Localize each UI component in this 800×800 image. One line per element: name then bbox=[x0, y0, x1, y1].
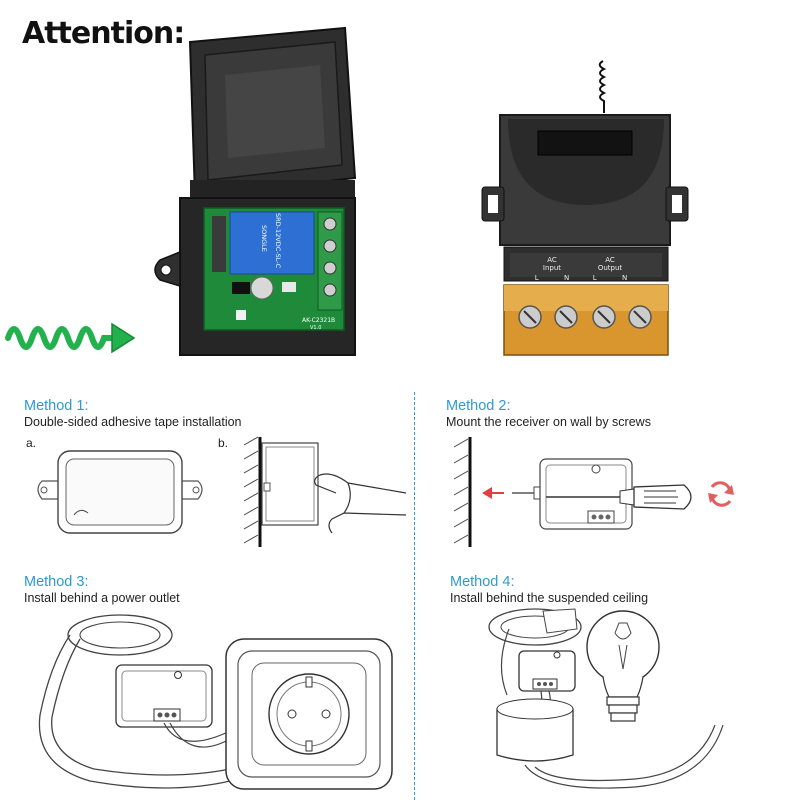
method-1-step-a: a. bbox=[26, 436, 37, 450]
page-title: Attention: bbox=[22, 16, 185, 51]
board-version-text: V1.0 bbox=[310, 325, 321, 331]
terminal-label-output: AC Output L N bbox=[592, 256, 628, 282]
method-2-subtitle: Mount the receiver on wall by screws bbox=[446, 415, 651, 429]
move-left-arrow-icon bbox=[482, 487, 492, 499]
method-1-heading: Method 1: bbox=[24, 398, 89, 414]
method-1-subtitle: Double-sided adhesive tape installation bbox=[24, 415, 242, 429]
section-divider bbox=[414, 392, 415, 800]
method-1-step-b: b. bbox=[218, 436, 229, 450]
method-2-heading: Method 2: bbox=[446, 398, 511, 414]
screw-mount-illustration bbox=[453, 437, 734, 547]
relay-model-text: SRD-12VDC-SL-C bbox=[274, 213, 282, 269]
wireless-signal-arrow-icon bbox=[5, 322, 136, 354]
board-code-text: AK-C2321B bbox=[302, 317, 335, 324]
adhesive-tape-illustration-b bbox=[243, 436, 407, 547]
suspended-ceiling-illustration bbox=[488, 608, 724, 789]
method-3-heading: Method 3: bbox=[24, 574, 89, 590]
relay-brand-text: SONGLE bbox=[260, 225, 268, 252]
open-receiver-box-photo: SRD-12VDC-SL-C SONGLE AK-C2321B V1.0 bbox=[154, 26, 357, 356]
terminal-label-input: AC Input L N bbox=[534, 256, 570, 282]
rotate-arrows-icon bbox=[708, 481, 734, 507]
method-3-subtitle: Install behind a power outlet bbox=[24, 591, 180, 605]
method-4-heading: Method 4: bbox=[450, 574, 515, 590]
power-outlet-illustration bbox=[38, 614, 393, 790]
method-4-subtitle: Install behind the suspended ceiling bbox=[450, 591, 649, 605]
adhesive-tape-illustration-a bbox=[37, 450, 203, 534]
receiver-module-photo bbox=[481, 60, 689, 356]
